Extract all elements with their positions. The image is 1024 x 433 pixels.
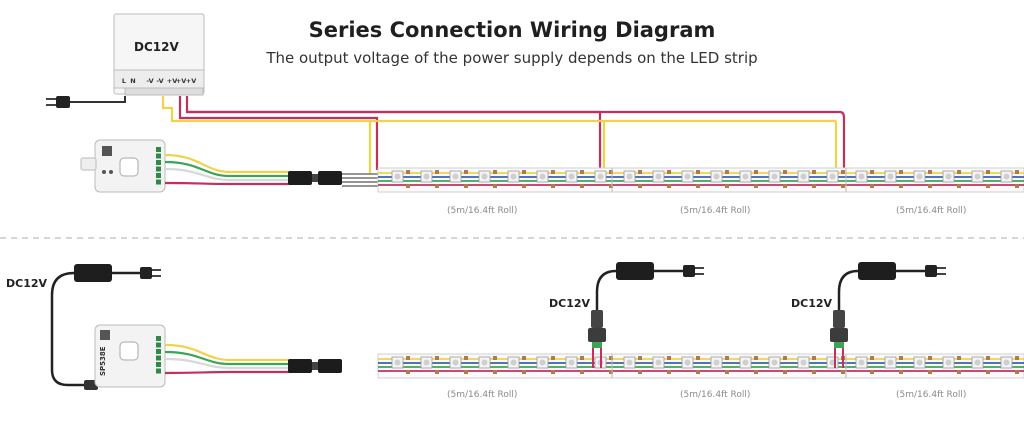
ac-plug-icon [46, 96, 70, 108]
terminal-pin [156, 336, 161, 341]
terminal-pin [156, 160, 161, 165]
roll-label-bottom-1: (5m/16.4ft Roll) [447, 390, 518, 400]
roll-label-top-3: (5m/16.4ft Roll) [896, 206, 967, 216]
terminal-pin [156, 355, 161, 361]
controller-output-wires-bottom [164, 343, 290, 375]
terminal-pin [156, 147, 161, 152]
adapter-label-right: DC12V [791, 297, 833, 310]
power-wire-red [178, 96, 379, 170]
terminal-pin [156, 362, 161, 367]
power-supply-label: DC12V [134, 40, 179, 54]
power-wire-yellow [161, 96, 836, 123]
roll-label-bottom-2: (5m/16.4ft Roll) [680, 390, 751, 400]
terminal-pin [156, 179, 161, 185]
terminal-label: N [130, 77, 135, 85]
connector-to-strip-wires [342, 173, 395, 187]
power-wire-red-main [185, 96, 846, 170]
terminal-label: +V [186, 77, 196, 85]
adapter-label-left: DC12V [6, 277, 48, 290]
controller-output-wires-top [164, 153, 290, 186]
dc-adapter-left [50, 264, 161, 390]
controller-model: SP538E [99, 346, 107, 376]
diagram-title: Series Connection Wiring Diagram [308, 18, 716, 42]
jst-connector-top [288, 171, 342, 185]
roll-label-top-1: (5m/16.4ft Roll) [447, 206, 518, 216]
terminal-label: +V [167, 77, 177, 85]
terminal-pin [156, 368, 161, 374]
diagram-subtitle: The output voltage of the power supply d… [266, 49, 758, 67]
roll-label-top-2: (5m/16.4ft Roll) [680, 206, 751, 216]
terminal-pin [156, 342, 161, 348]
power-wire-red-2 [187, 110, 602, 170]
terminal-pin [156, 166, 161, 172]
terminal-pin [156, 153, 161, 159]
led-strip-top [377, 167, 1024, 193]
dc-adapter-right [830, 262, 946, 368]
terminal-label: -V [156, 77, 163, 85]
dc-adapter-middle [588, 262, 704, 368]
led-strip-bottom [377, 353, 1024, 379]
power-wire-yellow-drops [368, 121, 838, 175]
adapter-label-middle: DC12V [549, 297, 591, 310]
terminal-label: L [122, 77, 126, 85]
terminal-pin [156, 173, 161, 178]
terminal-pin [156, 349, 161, 354]
controller-top [80, 139, 166, 193]
jst-connector-bottom [288, 359, 342, 373]
controller-bottom [94, 324, 166, 388]
power-cord [70, 96, 126, 103]
terminal-label: +V [176, 77, 186, 85]
roll-label-bottom-3: (5m/16.4ft Roll) [896, 390, 967, 400]
terminal-label: -V [146, 77, 153, 85]
